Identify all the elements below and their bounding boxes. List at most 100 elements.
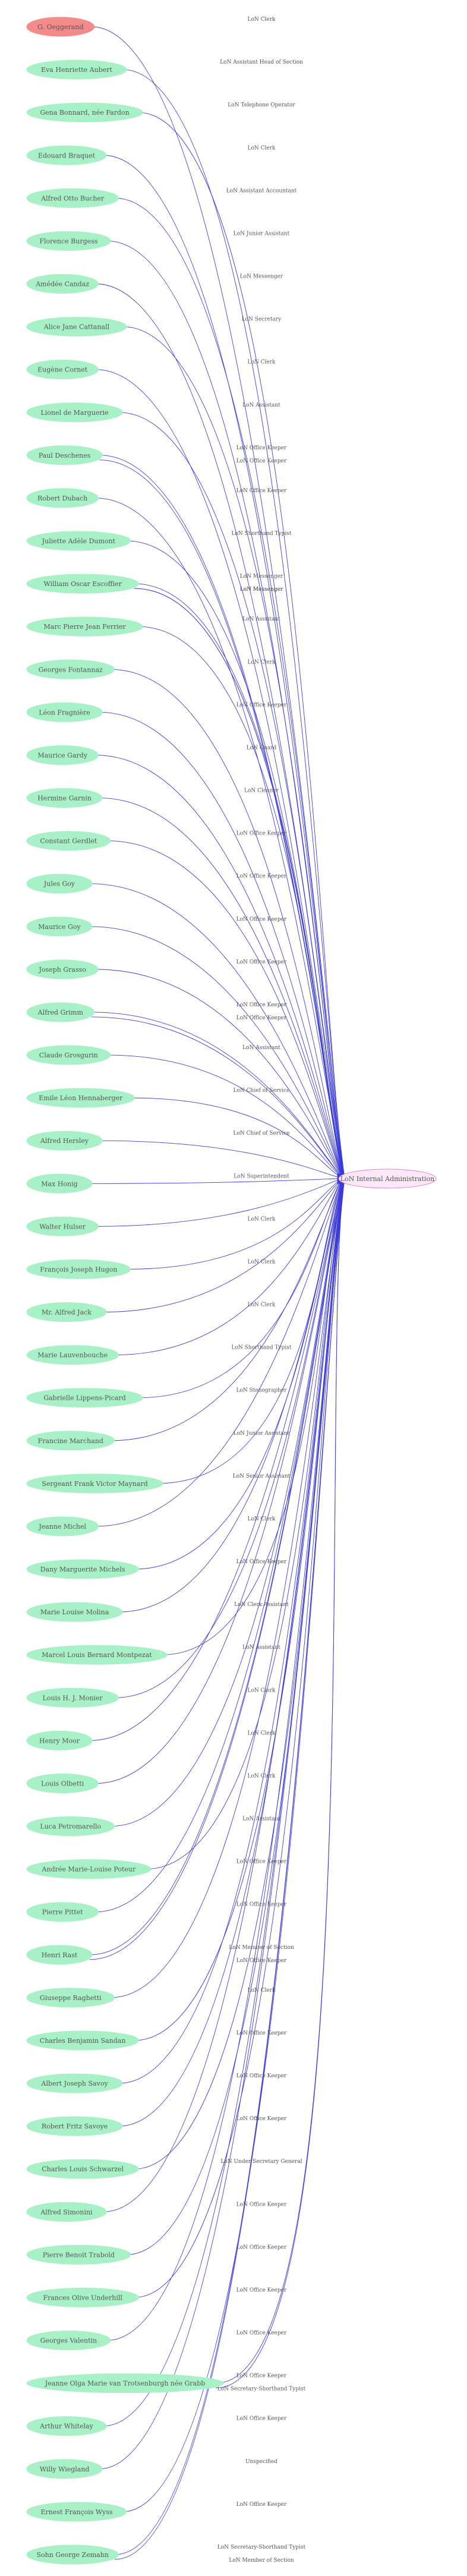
edge-label: LoN Clerk <box>248 1516 276 1522</box>
person-node-lionel-de-marguerie[interactable]: Lionel de Marguerie <box>26 402 123 423</box>
person-node-luca-petromarello[interactable]: Luca Petromarello <box>26 1816 115 1837</box>
person-node-marc-pierre-jean-ferrier[interactable]: Marc Pierre Jean Ferrier <box>26 616 143 637</box>
edge-juliette-adele-dumont <box>126 540 344 1177</box>
person-node-g-oeggerand[interactable]: G. Oeggerand <box>26 17 95 37</box>
person-node-georges-fontannaz[interactable]: Georges Fontannaz <box>26 659 115 679</box>
person-node-louis-h-j-monier[interactable]: Louis H. J. Monier <box>26 1687 119 1708</box>
edge-edouard-braquet <box>103 155 345 1176</box>
person-node-jeanne-olga-marie-van-trotsenburgh-nee-grabb[interactable]: Jeanne Olga Marie van Trotsenburgh née G… <box>26 2373 224 2394</box>
person-node-pierre-benoit-trabold[interactable]: Pierre Benoit Trabold <box>26 2244 131 2265</box>
person-node-gena-bonnard-nee-fardon[interactable]: Gena Bonnard, née Fardon <box>26 102 143 122</box>
person-node-alfred-otto-bucher[interactable]: Alfred Otto Bucher <box>26 188 119 208</box>
person-node-mr-alfred-jack[interactable]: Mr. Alfred Jack <box>26 1302 107 1322</box>
edge-label: LoN Secretary-Shorthand Typist <box>217 2544 306 2550</box>
person-node-emile-leon-hennaberger[interactable]: Emile Léon Hennaberger <box>26 1088 135 1108</box>
edge-henri-rast <box>89 1180 344 1960</box>
person-node-charles-louis-schwarzel[interactable]: Charles Louis Schwarzel <box>26 2159 139 2179</box>
person-node-constant-gerdlet[interactable]: Constant Gerdlet <box>26 831 111 851</box>
person-node-leon-fragniere[interactable]: Léon Fragnière <box>26 702 103 722</box>
person-node-henry-moor[interactable]: Henry Moor <box>26 1730 93 1750</box>
person-node-label: G. Oeggerand <box>37 23 83 31</box>
edge-label: LoN Clerk <box>248 145 276 151</box>
edge-label: LoN Clerk <box>248 1730 276 1736</box>
edge-max-honig <box>89 1178 343 1184</box>
edge-eugene-cornet <box>95 369 344 1176</box>
person-node-label: Emile Léon Hennaberger <box>39 1094 123 1102</box>
person-node-label: Eva Henriette Aubert <box>41 66 112 74</box>
person-node-william-oscar-escoffier[interactable]: William Oscar Escoffier <box>26 574 139 594</box>
person-node-joseph-grasso[interactable]: Joseph Grasso <box>26 959 99 980</box>
person-node-marie-lauvenbouche[interactable]: Marie Lauvenbouche <box>26 1345 119 1365</box>
edge-label: LoN Office Keeper <box>236 458 287 464</box>
person-node-robert-fritz-savoye[interactable]: Robert Fritz Savoye <box>26 2116 123 2136</box>
edge-label: LoN Office Keeper <box>236 2373 287 2379</box>
edge-georges-valentin <box>107 1181 344 2341</box>
person-node-marie-louise-molina[interactable]: Marie Louise Molina <box>26 1602 123 1622</box>
person-node-sohn-george-zemahn[interactable]: Sohn George Zemahn <box>26 2544 119 2565</box>
person-node-claude-grosgurin[interactable]: Claude Grosgurin <box>26 1045 111 1065</box>
person-node-label: Gena Bonnard, née Fardon <box>40 109 129 116</box>
edge-william-oscar-escoffier <box>134 588 344 1177</box>
person-node-alfred-hersley[interactable]: Alfred Hersley <box>26 1130 103 1151</box>
edge-label: LoN Member of Section <box>229 2558 294 2564</box>
edge-pierre-pittet <box>95 1180 343 1913</box>
person-node-marcel-louis-bernard-montpezat[interactable]: Marcel Louis Bernard Montpezat <box>26 1645 168 1665</box>
person-node-andree-marie-louise-poteur[interactable]: Andrée Marie-Louise Poteur <box>26 1859 152 1879</box>
person-node-amedee-candaz[interactable]: Amédée Candaz <box>26 274 99 294</box>
person-node-jules-goy[interactable]: Jules Goy <box>26 874 93 894</box>
person-node-jeanne-michel[interactable]: Jeanne Michel <box>26 1516 99 1536</box>
person-node-francine-marchand[interactable]: Francine Marchand <box>26 1431 115 1451</box>
person-node-willy-wiegland[interactable]: Willy Wiegland <box>26 2459 103 2479</box>
person-node-alice-jane-cattanall[interactable]: Alice Jane Cattanall <box>26 317 127 337</box>
edge-sohn-george-zemahn <box>115 1182 345 2560</box>
person-node-giuseppe-raghetti[interactable]: Giuseppe Raghetti <box>26 1988 115 2008</box>
edge-jeanne-michel <box>95 1179 343 1527</box>
edge-label: LoN Assistant <box>242 1045 280 1051</box>
person-node-charles-benjamin-sandan[interactable]: Charles Benjamin Sandan <box>26 2030 139 2051</box>
edge-eva-henriette-aubert <box>122 69 345 1176</box>
person-node-hermine-garnin[interactable]: Hermine Garnin <box>26 788 103 808</box>
edge-leon-fragniere <box>99 711 343 1177</box>
person-node-louis-olbetti[interactable]: Louis Olbetti <box>26 1773 99 1793</box>
person-node-paul-deschenes[interactable]: Paul Deschenes <box>26 445 103 465</box>
person-node-alfred-grimm[interactable]: Alfred Grimm <box>26 1002 95 1022</box>
person-node-maurice-gardy[interactable]: Maurice Gardy <box>26 745 99 765</box>
person-node-sergeant-frank-victor-maynard[interactable]: Sergeant Frank Victor Maynard <box>26 1473 163 1494</box>
edge-label: LoN Superintendent <box>234 1173 289 1179</box>
person-node-eva-henriette-aubert[interactable]: Eva Henriette Aubert <box>26 59 127 80</box>
person-node-gabrielle-lippens-picard[interactable]: Gabrielle Lippens-Picard <box>26 1388 143 1408</box>
edge-label: LoN Assistant Accountant <box>226 188 297 194</box>
person-node-henri-rast[interactable]: Henri Rast <box>26 1945 93 1965</box>
edge-label: LoN Office Keeper <box>236 1015 287 1021</box>
person-node-edouard-braquet[interactable]: Edouard Braquet <box>26 145 107 165</box>
person-node-alfred-simonini[interactable]: Alfred Simonini <box>26 2202 107 2222</box>
edge-francois-joseph-hugon <box>126 1178 343 1270</box>
person-node-dany-marguerite-michels[interactable]: Dany Marguerite Michels <box>26 1559 139 1579</box>
person-node-label: Claude Grosgurin <box>39 1051 98 1059</box>
person-node-maurice-goy[interactable]: Maurice Goy <box>26 917 93 937</box>
person-node-label: Arthur Whitelay <box>39 2423 93 2430</box>
edge-arrowhead <box>337 1180 343 1185</box>
person-node-max-honig[interactable]: Max Honig <box>26 1173 93 1193</box>
edge-amedee-candaz <box>95 284 345 1176</box>
person-node-walter-hulser[interactable]: Walter Hulser <box>26 1216 99 1236</box>
person-node-georges-valentin[interactable]: Georges Valentin <box>26 2331 111 2351</box>
edge-alfred-simonini <box>103 1181 344 2212</box>
person-node-eugene-cornet[interactable]: Eugène Cornet <box>26 360 99 380</box>
person-node-label: Louis H. J. Monier <box>43 1694 103 1702</box>
person-node-albert-joseph-savoy[interactable]: Albert Joseph Savoy <box>26 2073 123 2093</box>
person-node-frances-olive-underhill[interactable]: Frances Olive Underhill <box>26 2287 139 2307</box>
edge-label: LoN Office Keeper <box>236 1559 287 1565</box>
person-node-florence-burgess[interactable]: Florence Burgess <box>26 231 111 251</box>
person-node-pierre-pittet[interactable]: Pierre Pittet <box>26 1902 99 1922</box>
person-node-label: Alfred Grimm <box>37 1009 84 1016</box>
person-node-arthur-whitelay[interactable]: Arthur Whitelay <box>26 2416 107 2436</box>
person-node-ernest-francois-wyss[interactable]: Ernest François Wyss <box>26 2502 127 2522</box>
edge-label: LoN Office Keeper <box>236 1902 287 1908</box>
person-node-francois-joseph-hugon[interactable]: François Joseph Hugon <box>26 1259 131 1279</box>
target-node-lon-internal-administration[interactable]: LoN Internal Administration <box>338 1169 437 1189</box>
edge-hermine-garnin <box>99 798 343 1177</box>
person-node-robert-dubach[interactable]: Robert Dubach <box>26 488 99 508</box>
person-node-juliette-adele-dumont[interactable]: Juliette Adèle Dumont <box>26 531 131 551</box>
